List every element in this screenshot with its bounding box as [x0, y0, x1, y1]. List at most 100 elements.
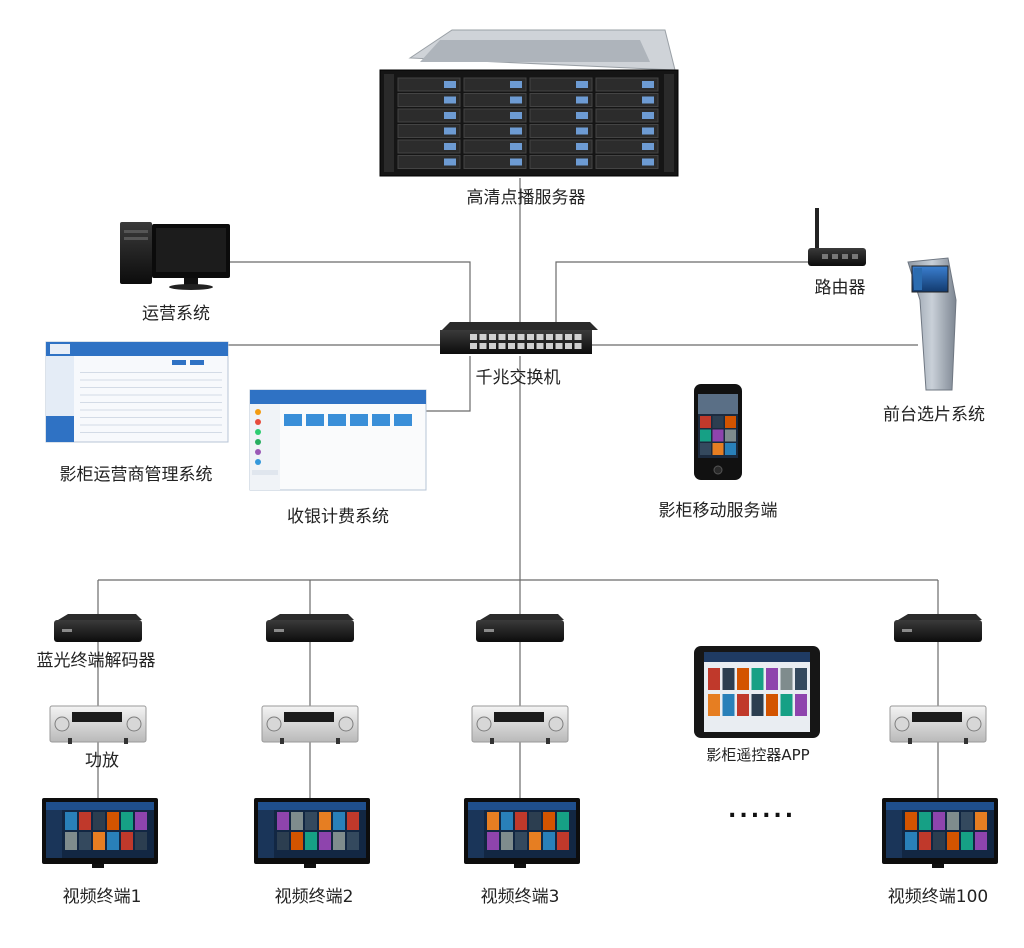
- switch-port: [565, 343, 572, 349]
- drive-bay-led: [510, 112, 522, 119]
- decoder-box-front: [266, 620, 354, 642]
- poster-thumb: [780, 694, 793, 716]
- mgmt-button: [172, 360, 186, 365]
- tv-poster-thumb: [65, 812, 77, 830]
- tv-poster-thumb: [529, 832, 541, 850]
- poster-thumb: [780, 668, 793, 690]
- tablet-icon: [694, 646, 820, 738]
- tv-poster-thumb: [501, 832, 513, 850]
- switch-port: [479, 343, 487, 349]
- remote-app-label: 影柜遥控器APP: [706, 746, 810, 764]
- amplifier-knob: [476, 716, 492, 732]
- tv-poster-thumb: [79, 812, 91, 830]
- management-system-label: 影柜运营商管理系统: [59, 465, 213, 485]
- tv-poster-thumb: [93, 812, 105, 830]
- drive-bay-led: [642, 96, 654, 104]
- amplifier-display: [284, 712, 334, 722]
- amplifier-foot: [908, 738, 912, 744]
- cashier-menu-dot: [255, 439, 261, 445]
- tv-stand: [514, 864, 526, 868]
- tv-poster-thumb: [291, 812, 303, 830]
- switch-port: [555, 334, 563, 340]
- kiosk-icon: [907, 257, 957, 391]
- tv-ui-header: [886, 802, 994, 810]
- tv-poster-thumb: [905, 832, 917, 850]
- cashier-menu-dot: [255, 419, 261, 425]
- poster-thumb: [766, 694, 778, 716]
- tv-poster-thumb: [135, 832, 147, 850]
- poster-thumb: [795, 694, 807, 716]
- tv-poster-thumb: [543, 812, 555, 830]
- amplifier-knob: [266, 716, 282, 732]
- cashier-menu-dot: [255, 409, 261, 415]
- poster-thumb: [712, 429, 724, 442]
- switch-port: [574, 343, 582, 349]
- amplifier-foot: [124, 738, 128, 744]
- amplifier-knob: [126, 716, 142, 732]
- decoder-logo: [484, 629, 494, 632]
- management-table-rows: [80, 360, 222, 433]
- amplifier-display: [72, 712, 122, 722]
- amplifier-foot: [68, 738, 72, 744]
- table-row-line: [80, 394, 222, 396]
- cashier-system-label: 收银计费系统: [287, 507, 389, 527]
- tv-poster-thumb: [347, 812, 359, 830]
- drive-bay-led: [444, 127, 456, 135]
- tv-poster-thumb: [543, 832, 555, 850]
- switch-port: [508, 343, 515, 349]
- tv-poster-thumb: [919, 812, 931, 830]
- decoder-logo: [62, 629, 72, 632]
- tv-ui-header: [46, 802, 154, 810]
- tv-poster-thumb: [333, 812, 345, 830]
- switch-port: [527, 343, 534, 349]
- server-drive-bays: [397, 77, 659, 169]
- tv-poster-thumb: [919, 832, 931, 850]
- drive-bay-led: [576, 112, 588, 119]
- switch-port: [565, 334, 572, 340]
- switch-port: [546, 343, 553, 349]
- tv-poster-thumb: [947, 832, 959, 850]
- table-row-line: [80, 417, 222, 418]
- switch-port: [489, 343, 496, 349]
- switch-port: [498, 334, 506, 340]
- terminal-1-label: 视频终端1: [62, 887, 142, 907]
- tv-poster-thumb: [319, 812, 331, 830]
- decoder-logo: [902, 629, 912, 632]
- kiosk-label: 前台选片系统: [883, 405, 985, 425]
- decoder-box-icon: [58, 614, 142, 620]
- table-row-line: [80, 387, 222, 388]
- cashier-menu-dot: [255, 449, 261, 455]
- ops-system-label: 运营系统: [142, 304, 210, 324]
- cashier-tile: [350, 414, 368, 426]
- tv-poster-thumb: [529, 812, 541, 830]
- amplifier-foot: [490, 738, 494, 744]
- tv-poster-thumb: [121, 832, 133, 850]
- switch-label: 千兆交换机: [475, 368, 561, 388]
- tv-poster-thumb: [277, 812, 289, 830]
- tv-poster-thumb: [515, 832, 527, 850]
- poster-thumb: [712, 416, 724, 428]
- tv-poster-thumb: [79, 832, 91, 850]
- tv-poster-thumb: [333, 832, 345, 850]
- switch-port: [479, 334, 487, 340]
- poster-thumb: [700, 443, 711, 455]
- cashier-tile: [306, 414, 324, 426]
- cashier-tile: [394, 414, 412, 426]
- decoder-box-icon: [480, 614, 564, 620]
- drive-bay-led: [642, 143, 654, 150]
- amplifier-foot: [336, 738, 340, 744]
- tv-poster-thumb: [277, 832, 289, 850]
- tv-stand: [932, 864, 944, 868]
- switch-port: [470, 343, 477, 349]
- poster-thumb: [725, 429, 736, 442]
- poster-thumb: [700, 429, 711, 442]
- drive-bay-led: [444, 158, 456, 166]
- mgmt-button: [190, 360, 204, 365]
- amplifier-knob: [338, 716, 354, 732]
- tv-ui-header: [468, 802, 576, 810]
- switch-port: [470, 334, 477, 340]
- poster-thumb: [722, 668, 735, 690]
- drive-bay-led: [576, 158, 588, 166]
- switch-port: [527, 334, 534, 340]
- tv-poster-thumb: [557, 832, 569, 850]
